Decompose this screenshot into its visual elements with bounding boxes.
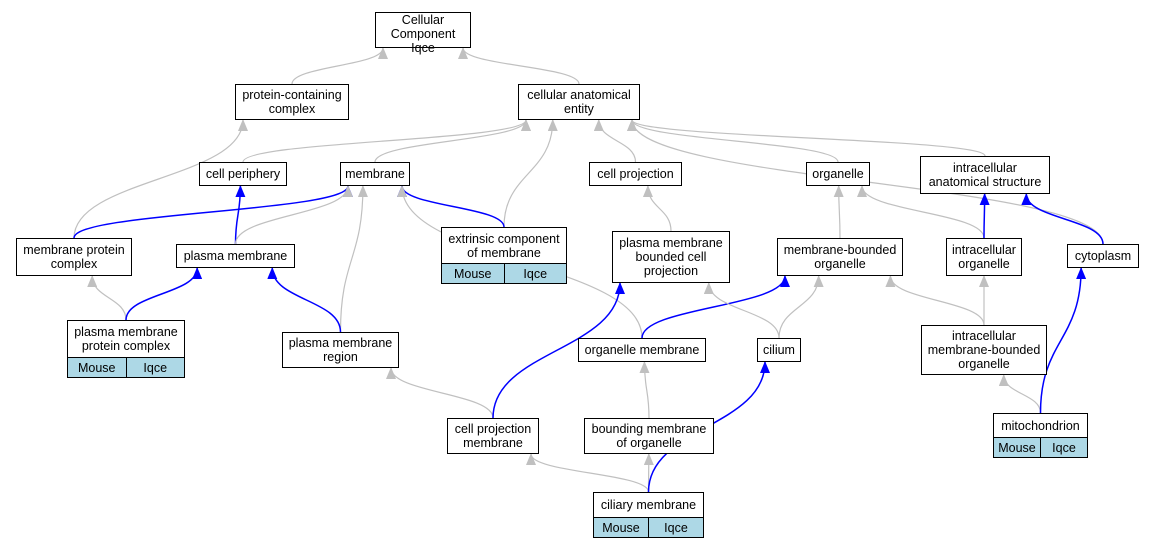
node-label: intracellular anatomical structure bbox=[928, 161, 1042, 189]
node-label: ciliary membrane bbox=[600, 498, 697, 512]
node-plasma-membrane-region[interactable]: plasma membrane region bbox=[282, 332, 399, 368]
node-label: cilium bbox=[763, 343, 795, 357]
edge-is-a-plasma-membrane-protein-complex-to-membrane-protein-complex bbox=[87, 275, 127, 321]
edge-is-a-extrinsic-component-of-membrane-to-cellular-anatomical-entity bbox=[503, 119, 558, 228]
edge-is-a-intracellular-anatomical-structure-to-cellular-anatomical-entity bbox=[627, 119, 986, 157]
node-cell-projection-membrane[interactable]: cell projection membrane bbox=[447, 418, 539, 454]
edge-is-a-plasma-membrane-bounded-cell-projection-to-cell-projection bbox=[642, 185, 672, 232]
node-label: plasma membrane region bbox=[288, 336, 393, 364]
node-label: cell periphery bbox=[205, 167, 281, 181]
edge-is-a-protein-containing-complex-to-cellular-component bbox=[291, 47, 388, 85]
edge-is-a-organelle-to-cellular-anatomical-entity bbox=[627, 119, 839, 163]
node-protein-containing-complex[interactable]: protein-containing complex bbox=[235, 84, 349, 120]
edge-part-of-cytoplasm-to-intracellular-anatomical-structure bbox=[1021, 193, 1104, 245]
edge-is-a-cilium-to-plasma-membrane-bounded-cell-projection bbox=[703, 282, 780, 339]
node-label: mitochondrion bbox=[1001, 418, 1080, 433]
node-cellular-anatomical-entity[interactable]: cellular anatomical entity bbox=[518, 84, 640, 120]
edge-is-a-plasma-membrane-region-to-membrane bbox=[339, 185, 368, 333]
node-label: extrinsic component of membrane bbox=[448, 231, 560, 260]
node-label: Cellular Component Iqce bbox=[390, 13, 456, 55]
edge-is-a-cellular-anatomical-entity-to-cellular-component bbox=[458, 47, 580, 85]
edge-is-a-membrane-to-cellular-anatomical-entity bbox=[374, 119, 531, 163]
node-membrane[interactable]: membrane bbox=[340, 162, 410, 186]
node-intracellular-membrane-bounded-organelle[interactable]: intracellular membrane-bounded organelle bbox=[921, 325, 1047, 375]
node-membrane-bounded-organelle[interactable]: membrane-bounded organelle bbox=[777, 238, 903, 276]
edge-part-of-cell-projection-membrane-to-plasma-membrane-bounded-cell-projection bbox=[492, 282, 625, 419]
node-bounding-membrane-of-organelle[interactable]: bounding membrane of organelle bbox=[584, 418, 714, 454]
node-tag-mouse[interactable]: Mouse bbox=[594, 518, 648, 537]
node-tag-mouse[interactable]: Mouse bbox=[68, 358, 126, 377]
edge-part-of-plasma-membrane-region-to-plasma-membrane bbox=[267, 267, 342, 333]
edge-is-a-cell-projection-membrane-to-plasma-membrane-region bbox=[386, 367, 494, 419]
node-label: cell projection bbox=[597, 167, 674, 181]
node-plasma-membrane-bounded-cell-projection[interactable]: plasma membrane bounded cell projection bbox=[612, 231, 730, 283]
node-label: intracellular membrane-bounded organelle bbox=[927, 329, 1041, 371]
node-label: protein-containing complex bbox=[242, 88, 342, 116]
edge-is-a-bounding-membrane-of-organelle-to-organelle-membrane bbox=[639, 361, 650, 419]
node-intracellular-organelle[interactable]: intracellular organelle bbox=[946, 238, 1022, 276]
node-intracellular-anatomical-structure[interactable]: intracellular anatomical structure bbox=[920, 156, 1050, 194]
node-tag-mouse[interactable]: Mouse bbox=[442, 264, 504, 283]
edge-is-a-membrane-bounded-organelle-to-organelle bbox=[833, 185, 844, 239]
edge-is-a-membrane-protein-complex-to-protein-containing-complex bbox=[73, 119, 248, 239]
node-plasma-membrane[interactable]: plasma membrane bbox=[176, 244, 295, 268]
node-organelle-membrane[interactable]: organelle membrane bbox=[578, 338, 706, 362]
edge-is-a-cilium-to-membrane-bounded-organelle bbox=[778, 275, 824, 339]
node-label: membrane-bounded organelle bbox=[783, 243, 897, 271]
edge-is-a-cell-periphery-to-cellular-anatomical-entity bbox=[242, 119, 531, 163]
edge-part-of-plasma-membrane-to-cell-periphery bbox=[234, 185, 246, 245]
edge-is-a-intracellular-membrane-bounded-organelle-to-membrane-bounded-organelle bbox=[885, 275, 985, 326]
node-label: membrane protein complex bbox=[23, 243, 125, 271]
edge-is-a-ciliary-membrane-to-cell-projection-membrane bbox=[526, 453, 650, 493]
node-tag-mouse[interactable]: Mouse bbox=[994, 438, 1040, 457]
node-label: cytoplasm bbox=[1074, 249, 1132, 263]
node-label: organelle membrane bbox=[584, 343, 700, 357]
node-membrane-protein-complex[interactable]: membrane protein complex bbox=[16, 238, 132, 276]
node-label: plasma membrane bbox=[183, 249, 288, 263]
node-tag-iqce[interactable]: Iqce bbox=[125, 358, 184, 377]
node-cytoplasm[interactable]: cytoplasm bbox=[1067, 244, 1139, 268]
edge-part-of-membrane-protein-complex-to-membrane bbox=[73, 185, 353, 239]
node-organelle[interactable]: organelle bbox=[806, 162, 870, 186]
edge-part-of-intracellular-organelle-to-intracellular-anatomical-structure bbox=[979, 193, 990, 239]
node-tag-iqce[interactable]: Iqce bbox=[1040, 438, 1087, 457]
node-tag-iqce[interactable]: Iqce bbox=[648, 518, 703, 537]
node-label: intracellular organelle bbox=[952, 243, 1016, 271]
edge-is-a-mitochondrion-to-intracellular-membrane-bounded-organelle bbox=[998, 374, 1042, 414]
node-label: cellular anatomical entity bbox=[527, 88, 631, 116]
node-cellular-component[interactable]: Cellular Component Iqce bbox=[375, 12, 471, 55]
node-label: plasma membrane protein complex bbox=[74, 325, 178, 353]
node-cell-periphery[interactable]: cell periphery bbox=[199, 162, 287, 186]
edge-part-of-organelle-membrane-to-membrane-bounded-organelle bbox=[641, 275, 790, 339]
node-label: cell projection membrane bbox=[454, 422, 532, 450]
node-cilium[interactable]: cilium bbox=[757, 338, 801, 362]
node-label: bounding membrane of organelle bbox=[591, 422, 707, 450]
node-cell-projection[interactable]: cell projection bbox=[589, 162, 682, 186]
edge-part-of-mitochondrion-to-cytoplasm bbox=[1039, 267, 1087, 414]
node-label: organelle bbox=[812, 167, 864, 181]
node-tag-iqce[interactable]: Iqce bbox=[503, 264, 566, 283]
edge-part-of-extrinsic-component-of-membrane-to-membrane bbox=[397, 185, 505, 228]
edge-is-a-plasma-membrane-to-membrane bbox=[234, 185, 353, 245]
node-label: membrane bbox=[345, 167, 405, 181]
edge-part-of-plasma-membrane-protein-complex-to-plasma-membrane bbox=[125, 267, 203, 321]
node-label: plasma membrane bounded cell projection bbox=[619, 236, 723, 278]
edge-is-a-cell-projection-to-cellular-anatomical-entity bbox=[593, 119, 637, 163]
edge-is-a-intracellular-organelle-to-organelle bbox=[857, 185, 985, 239]
